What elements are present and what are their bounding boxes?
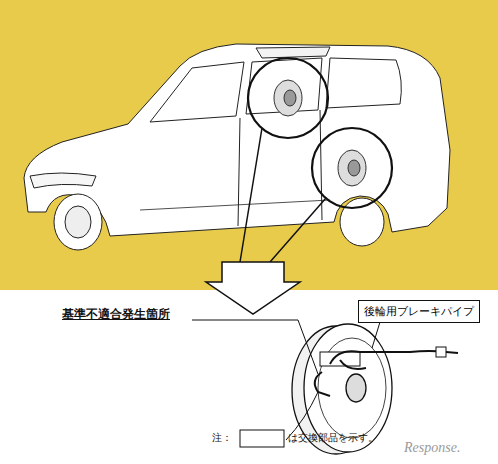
callout-circles xyxy=(248,58,392,208)
leader-lines xyxy=(192,320,380,374)
block-arrow xyxy=(206,262,300,314)
nonconformity-label: 基準不適合発生箇所 xyxy=(62,306,170,323)
note-prefix: 注： xyxy=(212,431,232,445)
part-name-box: 後輪用ブレーキパイプ xyxy=(358,300,480,323)
pipe-fitting xyxy=(436,347,446,357)
watermark: Response. xyxy=(404,440,460,456)
hub-detail xyxy=(274,80,366,186)
pointer-lines xyxy=(240,128,326,262)
note-text: は交換部品を示す。 xyxy=(288,431,378,445)
yellow-ground xyxy=(0,0,498,290)
note-sample-box xyxy=(240,430,284,447)
brake-pipe xyxy=(315,351,458,396)
part-name: 後輪用ブレーキパイプ xyxy=(364,304,474,319)
car-drawing xyxy=(24,44,450,250)
